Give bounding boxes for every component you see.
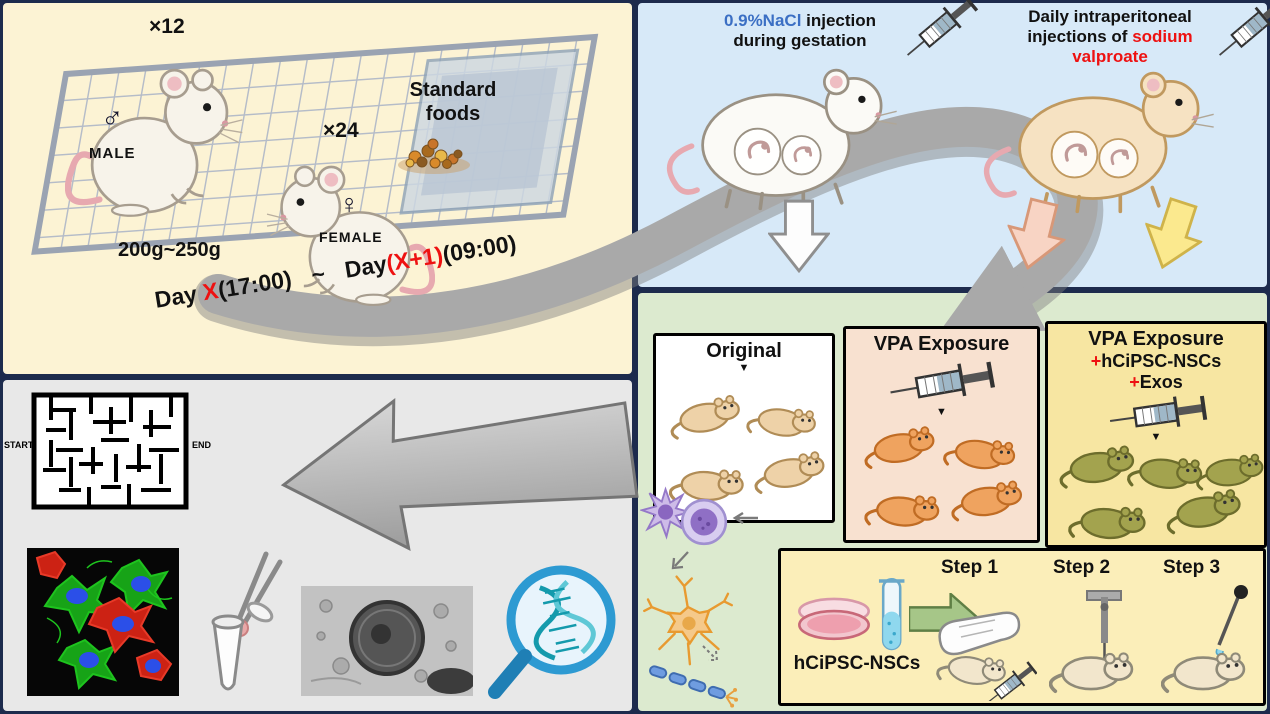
- group-vpa-nsc-label-line1: VPA Exposure: [1088, 328, 1224, 350]
- nsc-cell-illustration: [680, 498, 728, 546]
- maze-start-label: START: [4, 440, 34, 450]
- step-2-illustration: [1049, 590, 1134, 694]
- food-pile-illustration: [398, 138, 470, 174]
- weight-range-label: 200g~250g: [118, 239, 221, 261]
- male-symbol: ♂: [101, 101, 124, 134]
- neuron-illustration: [643, 575, 733, 666]
- male-label: MALE: [89, 145, 136, 162]
- step-1-label: Step 1: [941, 557, 999, 578]
- group-vpa-nsc-label-line3: +Exos: [1129, 371, 1183, 392]
- syringe-icon: [885, 352, 1003, 415]
- petri-dish-icon: [798, 597, 870, 641]
- chevron-down-icon: ▼: [1150, 431, 1162, 443]
- male-count: ×12: [149, 15, 185, 38]
- vpa-nsc-pups-illustration: [1056, 444, 1264, 544]
- vpa-caption: Daily intraperitoneal injections of sodi…: [1027, 7, 1193, 67]
- maze-illustration: [31, 392, 189, 510]
- standard-foods-label: Standard foods: [409, 79, 497, 125]
- group-vpa-label: VPA Exposure: [873, 333, 1010, 355]
- saline-down-arrow: [768, 199, 830, 273]
- groups-panel: Original ▼ VPA Exposure ▼: [635, 290, 1270, 714]
- step-3-label: Step 3: [1163, 557, 1221, 578]
- test-tube-icon: [878, 578, 905, 651]
- nsc-cell-label: hCiPSC-NSCs: [793, 653, 921, 674]
- electron-microscopy-image: [301, 586, 473, 696]
- astrocyte-illustration: [640, 486, 692, 540]
- group-box-vpa: VPA Exposure ▼: [843, 326, 1040, 543]
- chevron-down-icon: ▼: [738, 362, 750, 374]
- saline-highlight: 0.9%NaCl: [723, 11, 802, 30]
- tissue-tube-forceps-illustration: [211, 551, 283, 691]
- maze-end-label: END: [192, 440, 212, 450]
- arrow-to-neuron: [671, 551, 689, 570]
- group-original-label: Original: [706, 340, 782, 362]
- magnifier-dna-icon: [488, 565, 616, 699]
- step-1-illustration: [934, 611, 1037, 701]
- arrow-to-cell: [732, 511, 758, 525]
- step-2-label: Step 2: [1053, 557, 1111, 578]
- breeding-panel: ×12 ♂ MALE ×24 ♀ FEMALE Standard foods: [0, 0, 635, 377]
- female-count: ×24: [323, 119, 359, 142]
- analysis-panel: START END: [0, 377, 635, 714]
- female-symbol: ♀: [339, 189, 360, 219]
- fluorescence-microscopy-image: [27, 548, 179, 696]
- myelinated-axon-illustration: [648, 665, 738, 708]
- injection-panel: 0.9%NaCl injection during gestation Dail…: [635, 0, 1270, 290]
- chevron-down-icon: ▼: [936, 406, 947, 418]
- female-label: FEMALE: [319, 229, 383, 245]
- group-box-vpa-nsc: VPA Exposure +hCiPSC-NSCs +Exos ▼: [1045, 321, 1267, 548]
- group-vpa-nsc-label-line2: +hCiPSC-NSCs: [1090, 351, 1222, 371]
- saline-caption: 0.9%NaCl injection during gestation: [723, 11, 877, 51]
- male-mouse-illustration: [65, 55, 255, 230]
- vpa-pups-illustration: [860, 424, 1025, 533]
- nsc-protocol-box: Step 1 Step 2 Step 3: [778, 548, 1266, 706]
- saline-mouse-illustration: [666, 58, 904, 214]
- step-3-illustration: [1161, 585, 1248, 694]
